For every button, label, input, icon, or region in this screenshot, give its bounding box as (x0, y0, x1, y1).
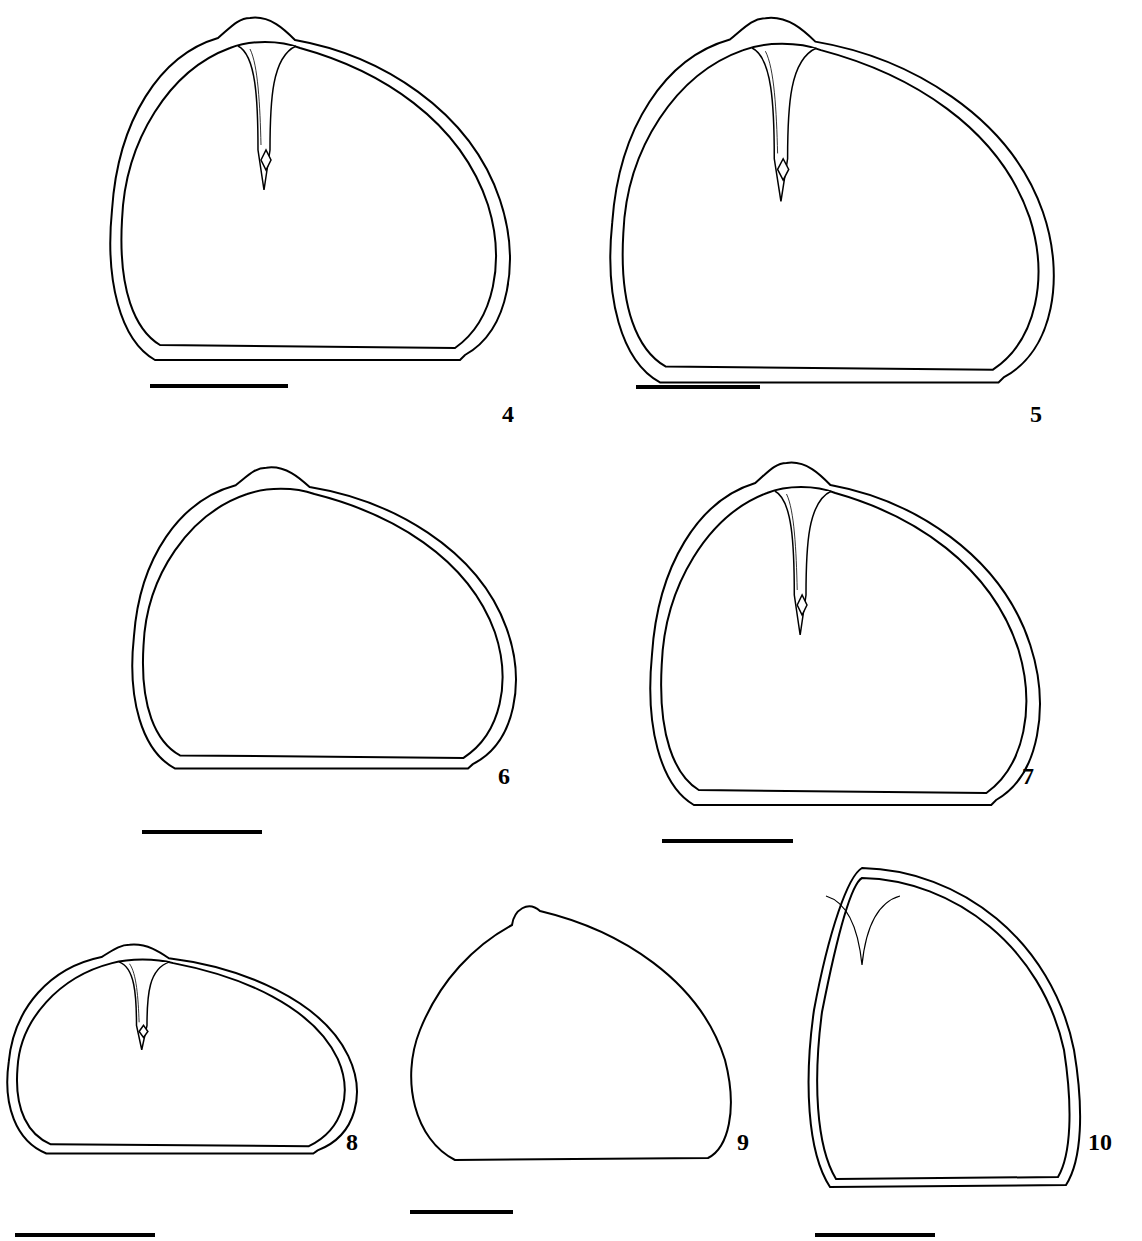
scale-bar (15, 1233, 155, 1237)
figure-number: 6 (498, 764, 510, 788)
figure-number: 8 (346, 1130, 358, 1154)
scale-bar (636, 385, 760, 389)
scale-bar (410, 1210, 513, 1214)
shell-10 (809, 868, 1081, 1187)
scale-bar (815, 1233, 935, 1237)
shell-4 (110, 18, 510, 360)
shell-9 (411, 906, 731, 1160)
figure-number: 4 (502, 402, 514, 426)
figure-number: 5 (1030, 402, 1042, 426)
figure-number: 9 (737, 1130, 749, 1154)
shell-5 (610, 18, 1053, 383)
scale-bar (150, 384, 288, 388)
figure-number: 7 (1022, 764, 1034, 788)
scale-bar (662, 839, 793, 843)
shell-7 (650, 463, 1040, 805)
shell-6 (132, 467, 516, 768)
figure-number: 10 (1088, 1130, 1112, 1154)
shell-8 (7, 945, 357, 1154)
scale-bar (142, 830, 262, 834)
